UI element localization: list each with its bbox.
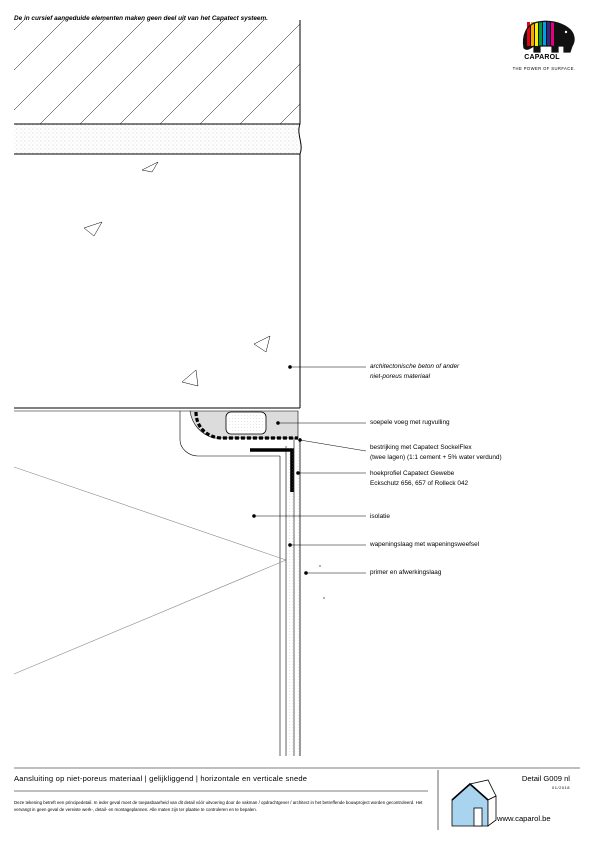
detail-date: 01/2018 xyxy=(552,785,570,790)
label-insulation-line-1: isolatie xyxy=(370,513,390,520)
label-joint: soepele voeg met rugvulling xyxy=(370,418,450,428)
house-icon xyxy=(451,779,497,827)
label-corner-profile-line-2: Eckschutz 656, 657 of Rolleck 042 xyxy=(370,479,469,487)
label-reinforcement: wapeningslaag met wapeningsweefsel xyxy=(370,540,479,550)
header-note: De in cursief aangeduide elementen maken… xyxy=(14,15,268,22)
label-coating-line-1: bestrijking met Capatect SockelFlex xyxy=(370,444,472,451)
label-coating-line-2: (twee lagen) (1:1 cement + 5% water verd… xyxy=(370,453,502,461)
footer-frame xyxy=(14,767,580,830)
concrete-aggregate xyxy=(83,161,271,387)
label-finish-line-1: primer en afwerkingslaag xyxy=(370,569,442,576)
hatched-structure xyxy=(14,20,300,124)
label-reinforcement-line-1: wapeningslaag met wapeningsweefsel xyxy=(370,541,480,548)
brand-name: CAPAROL xyxy=(524,54,560,61)
label-finish: primer en afwerkingslaag xyxy=(370,568,441,578)
label-corner-profile-line-1: hoekprofiel Capatect Gewebe xyxy=(370,470,455,477)
brand-logo: CAPAROL THE POWER OF SURFACE. xyxy=(512,18,584,80)
insulation-board xyxy=(14,411,280,756)
label-corner-profile: hoekprofiel Capatect Gewebe Eckschutz 65… xyxy=(370,469,468,488)
leader-lines xyxy=(252,365,367,575)
label-concrete-line-2: niet-poreus materiaal xyxy=(370,372,431,380)
label-insulation: isolatie xyxy=(370,512,390,522)
detail-code: Detail G009 nl xyxy=(521,774,570,783)
elephant-logo-icon xyxy=(522,20,575,53)
label-joint-line-1: soepele voeg met rugvulling xyxy=(370,419,450,426)
label-coating: bestrijking met Capatect SockelFlex (twe… xyxy=(370,443,502,462)
screed-layer xyxy=(14,124,300,154)
label-concrete-line-1: architectonische beton of ander xyxy=(370,363,460,370)
footer-title: Aansluiting op niet-poreus materiaal | g… xyxy=(14,774,308,783)
brand-tagline: THE POWER OF SURFACE. xyxy=(512,66,576,71)
label-concrete: architectonische beton of ander niet-por… xyxy=(370,362,459,381)
footer-description: Deze tekening betreft een principedetail… xyxy=(14,800,423,812)
website-link[interactable]: www.caparol.be xyxy=(497,814,551,823)
